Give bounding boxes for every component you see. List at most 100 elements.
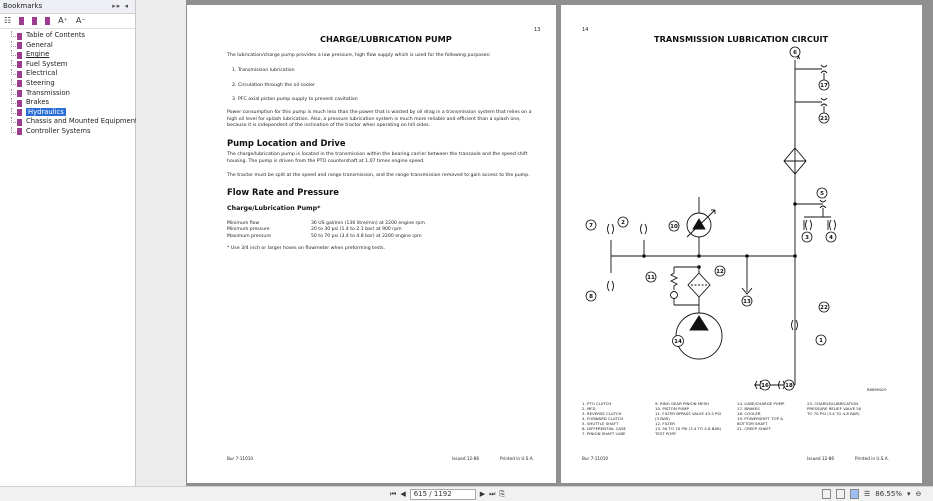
spec-value: 36 US gal/min (136 litre/min) at 2200 en…: [311, 221, 425, 226]
single-page-view-icon[interactable]: [822, 489, 831, 499]
callout-3: 3: [801, 231, 813, 243]
prev-page-icon[interactable]: ◀: [400, 490, 406, 498]
bookmark-item[interactable]: General: [0, 40, 135, 51]
legend-column-4: 23. CHARGE/LUBRICATION PRESSURE RELIEF V…: [807, 401, 861, 416]
bookmark-icon: [17, 80, 22, 88]
bookmark-icon: [17, 70, 22, 78]
continuous-view-icon[interactable]: [836, 489, 845, 499]
font-larger-button[interactable]: A⁺: [58, 16, 68, 25]
panel-splitter[interactable]: [136, 0, 186, 486]
bookmark-item[interactable]: Chassis and Mounted Equipment: [0, 117, 138, 127]
callout-label: 13: [743, 299, 751, 305]
callout-label: 21: [820, 116, 828, 122]
callout-13: 13: [741, 295, 753, 307]
bookmark-label: Chassis and Mounted Equipment: [26, 117, 138, 126]
callout-14: 14: [672, 335, 684, 347]
purpose-1: 1. Transmission lubrication: [232, 68, 295, 73]
callout-21: 21: [818, 112, 830, 124]
legend-entry: 18. COOLER: [737, 411, 761, 416]
bookmark-icon: [17, 51, 22, 59]
bookmark-icon: [17, 128, 22, 136]
callout-label: 14: [674, 339, 682, 345]
bookmark-item[interactable]: Engine: [0, 50, 135, 60]
bookmark-item[interactable]: Table of Contents: [0, 31, 135, 41]
legend-entry: 10. PISTON PUMP: [655, 406, 689, 411]
legend-entry: TO 70 PSI (3.4 TO 4.8 BAR): [807, 411, 860, 416]
page-number: 14: [582, 27, 589, 33]
bookmark-label: Engine: [26, 50, 50, 59]
callout-4: 4: [825, 231, 837, 243]
document-viewer: 13 CHARGE/LUBRICATION PUMP The lubricati…: [186, 0, 933, 486]
continuous-facing-icon[interactable]: ☰: [864, 490, 871, 498]
bookmark-label: Table of Contents: [26, 31, 86, 39]
bookmark-icon[interactable]: [19, 17, 25, 25]
legend-entry: 2. MFD: [582, 406, 596, 411]
location-paragraph-2: The tractor must be split at the speed a…: [227, 173, 530, 178]
callout-label: 8: [589, 294, 593, 300]
callout-5: 5: [816, 187, 828, 199]
footer-issued: Issued 12-86: [452, 456, 479, 461]
callout-6: 6: [789, 46, 801, 58]
callout-22: 22: [818, 301, 830, 313]
expand-all-icon[interactable]: ☷: [4, 16, 12, 25]
footer-issued: Issued 12-86: [807, 456, 834, 461]
zoom-dropdown-icon[interactable]: ▾: [906, 490, 911, 498]
bookmark-item[interactable]: Transmission: [0, 88, 135, 99]
bookmark-item[interactable]: Brakes: [0, 98, 135, 108]
bookmark-delete-icon[interactable]: [45, 17, 51, 25]
legend-entry: 14. LUBE/CHARGE PUMP: [737, 401, 785, 406]
status-bar: ⏮ ◀ 615 / 1192 ▶ ⏭ ⎘ ☰ 86.55% ▾ ⊖: [0, 486, 933, 501]
legend-entry: 3. REVERSE CLUTCH: [582, 411, 622, 416]
bookmark-icon: [17, 99, 22, 107]
spec-value: 50 to 70 psi (3.4 to 4.8 bar) at 2200 en…: [311, 233, 422, 239]
page-14: 14 TRANSMISSION LUBRICATION CIRCUIT: [561, 5, 922, 483]
callout-label: 5: [820, 191, 824, 197]
last-page-icon[interactable]: ⏭: [489, 490, 496, 498]
back-view-icon[interactable]: ⎘: [499, 490, 506, 498]
panel-controls[interactable]: ▸▸ ◂: [112, 2, 129, 10]
callout-7: 7: [585, 219, 597, 231]
font-smaller-button[interactable]: A⁻: [75, 16, 86, 25]
spec-name: Minimum flow: [227, 221, 260, 226]
facing-view-icon[interactable]: [850, 489, 859, 499]
callout-label: 16: [761, 383, 769, 389]
callout-label: 10: [670, 224, 678, 230]
bookmark-item[interactable]: Hydraulics: [0, 107, 135, 118]
bookmark-label: Fuel System: [26, 59, 68, 68]
zoom-out-icon[interactable]: ⊖: [915, 490, 922, 498]
hose-note: * Use 3/4 inch or larger hoses on flowme…: [227, 246, 386, 251]
purpose-2: 2. Circulation through the oil cooler: [232, 83, 316, 88]
power-paragraph: Power consumption for this pump is much …: [227, 110, 532, 128]
location-paragraph-1: The charge/lubrication pump is located i…: [227, 152, 528, 164]
bookmark-item[interactable]: Fuel System: [0, 59, 135, 70]
footer-printed: Printed in U.S.A.: [855, 456, 889, 461]
callout-11: 11: [645, 271, 657, 283]
footer-doc-number: Bur 7-11010: [582, 456, 609, 461]
heading-flow-rate: Flow Rate and Pressure: [227, 187, 339, 197]
bookmarks-header: Bookmarks ▸▸ ◂: [0, 0, 135, 14]
callout-label: 6: [793, 50, 797, 56]
callout-10: 10: [668, 220, 680, 232]
bookmark-icon: [17, 109, 22, 117]
legend-entry: 23. CHARGE/LUBRICATION: [807, 401, 859, 406]
bookmark-icon: [17, 42, 22, 50]
bookmark-item[interactable]: Steering: [0, 78, 135, 89]
legend-entry: 1. PTO CLUTCH: [582, 401, 612, 406]
page-number: 13: [534, 27, 541, 33]
bookmark-add-icon[interactable]: [32, 17, 38, 25]
page-title: CHARGE/LUBRICATION PUMP: [320, 34, 452, 44]
bookmark-icon: [17, 90, 22, 98]
bookmark-icon: [17, 118, 22, 126]
legend-entry: 17. BRAKES: [737, 406, 760, 411]
spec-name: Minimum pressure: [227, 227, 270, 233]
page-number-field[interactable]: 615 / 1192: [409, 488, 476, 500]
zoom-level[interactable]: 86.55%: [875, 490, 902, 498]
bookmark-item[interactable]: Electrical: [0, 69, 135, 79]
legend-entry: PRESSURE RELIEF VALVE 50: [807, 406, 862, 411]
legend-entry: 7. PINION SHAFT LUBE: [582, 431, 626, 436]
first-page-icon[interactable]: ⏮: [390, 490, 397, 498]
legend-entry: 13. 50 TO 70 PSI (3.4 TO 4.8 BAR): [655, 426, 722, 431]
next-page-icon[interactable]: ▶: [479, 490, 486, 498]
callout-label: 3: [805, 235, 809, 241]
bookmark-item[interactable]: Controller Systems: [0, 126, 135, 137]
